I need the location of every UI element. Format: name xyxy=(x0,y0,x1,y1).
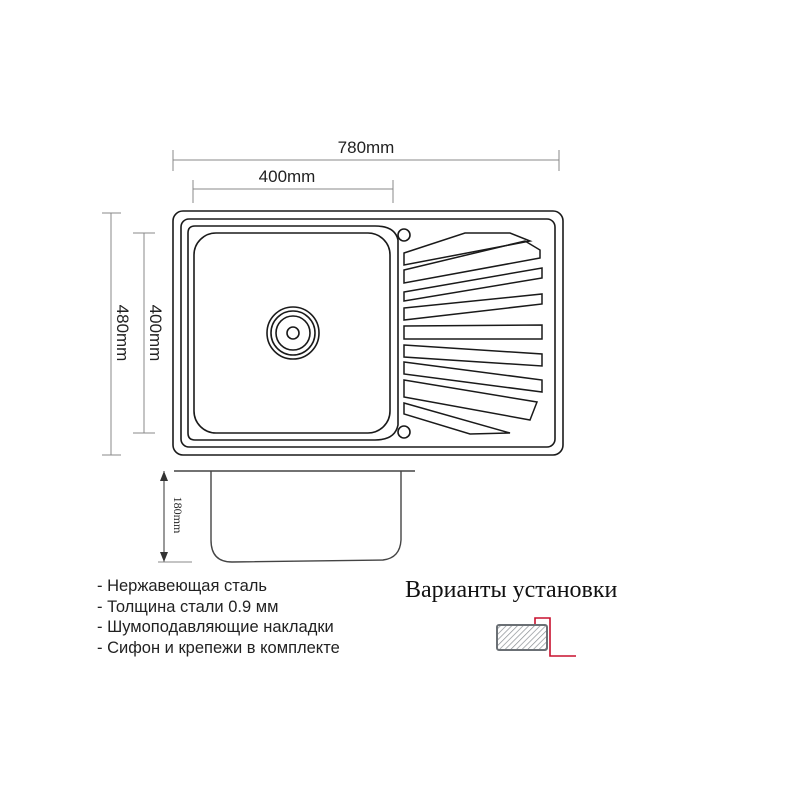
bowl-width-label: 400mm xyxy=(259,167,316,186)
faucet-hole-top xyxy=(397,228,411,242)
overall-width-label: 780mm xyxy=(338,138,395,157)
countertop-mount-icon xyxy=(496,617,576,657)
faucet-hole-bottom xyxy=(397,425,411,439)
drain-icon xyxy=(266,306,320,360)
drainboard-ribs xyxy=(403,232,543,435)
overall-width-dimension: 780mm xyxy=(172,138,560,171)
bowl-height-dimension: 180mm xyxy=(158,471,192,563)
bowl-outer-contour xyxy=(187,225,399,441)
sink-inner-rim xyxy=(180,218,556,448)
feature-item: - Толщина стали 0.9 мм xyxy=(97,597,279,616)
feature-item: - Шумоподавляющие накладки xyxy=(97,618,334,636)
overall-depth-dimension: 480mm xyxy=(102,212,132,456)
bowl-depth-dimension: 400mm xyxy=(133,232,165,434)
sink-top-view xyxy=(172,210,564,456)
installation-options-title: Варианты установки xyxy=(405,577,618,603)
bowl-basin xyxy=(193,232,391,434)
feature-item: - Нержавеющая сталь xyxy=(97,577,267,595)
overall-depth-label: 480mm xyxy=(113,305,132,362)
sink-side-view xyxy=(174,470,415,563)
bowl-width-dimension: 400mm xyxy=(192,167,394,203)
feature-list: - Нержавеющая сталь - Толщина стали 0.9 … xyxy=(97,576,340,658)
bowl-depth-label: 400mm xyxy=(146,305,165,362)
bowl-height-label: 180mm xyxy=(171,497,185,534)
feature-item: - Сифон и крепежи в комплекте xyxy=(97,638,340,657)
sink-outer-rim xyxy=(172,210,564,456)
